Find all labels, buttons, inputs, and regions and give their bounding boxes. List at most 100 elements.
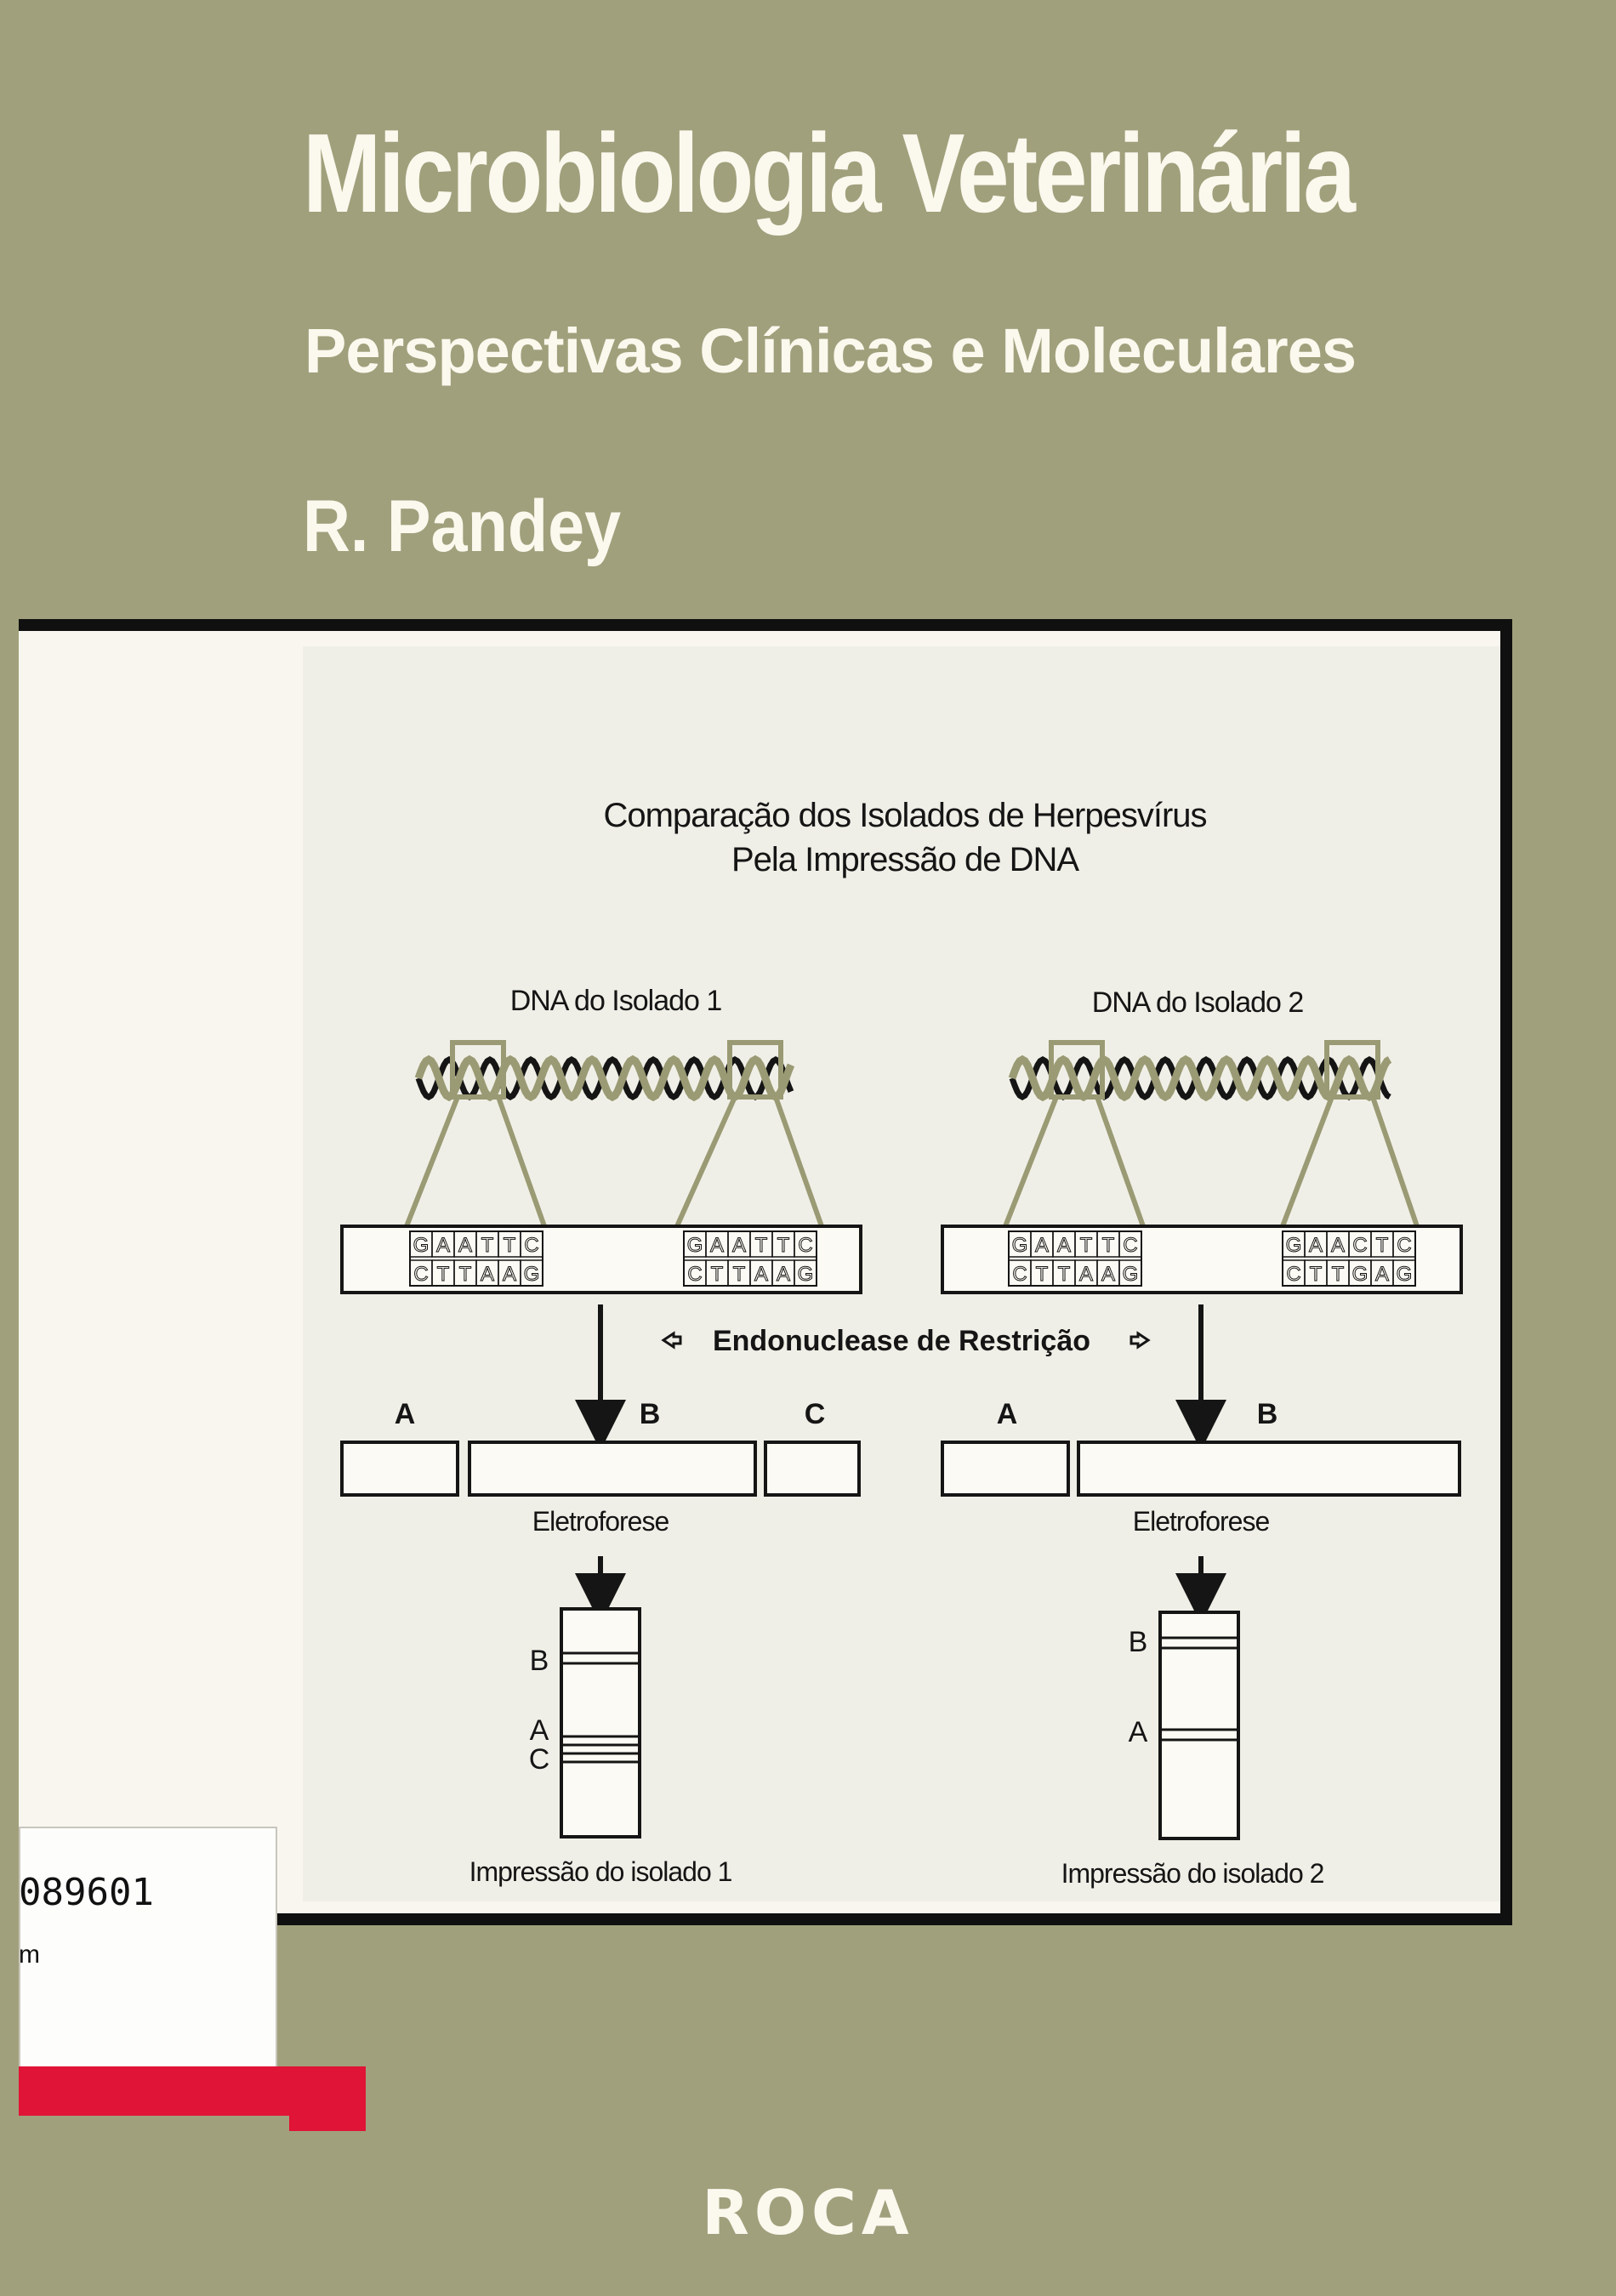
- sequence-base: T: [504, 1234, 516, 1257]
- sequence-base: C: [1286, 1263, 1300, 1286]
- sequence-cell: [794, 1230, 817, 1258]
- gel-band-a-isolate1: [561, 1735, 640, 1747]
- sequence-base: T: [1080, 1234, 1093, 1257]
- sequence-base: A: [1331, 1234, 1345, 1257]
- gel-band-b-isolate1: [561, 1651, 640, 1665]
- sequence-base: C: [798, 1234, 812, 1257]
- enzyme-label: Endonuclease de Restrição: [713, 1325, 1090, 1357]
- band-label-b-isolate1: B: [530, 1645, 549, 1677]
- sequence-base: G: [1286, 1234, 1302, 1257]
- sequence-base: T: [1102, 1234, 1115, 1257]
- sequence-base: T: [1036, 1263, 1049, 1286]
- sequence-base: C: [1397, 1234, 1411, 1257]
- sequence-base: A: [732, 1234, 746, 1257]
- gel-band-a-isolate2: [1160, 1728, 1238, 1742]
- fragment-b-isolate2: [1077, 1441, 1461, 1497]
- sequence-base: T: [733, 1263, 746, 1286]
- enzyme-arrow-left-icon: [661, 1331, 682, 1350]
- zoom-site2-isolate2: [1280, 1040, 1420, 1228]
- sequence-base: A: [777, 1263, 790, 1286]
- sequence-base: A: [481, 1263, 494, 1286]
- sequence-base: G: [524, 1263, 540, 1286]
- library-label: [19, 1827, 277, 2077]
- library-label-number: 089601: [19, 1871, 154, 1914]
- sequence-base: T: [711, 1263, 724, 1286]
- sequence-base: C: [687, 1263, 702, 1286]
- band-label-a-isolate1: A: [530, 1714, 549, 1747]
- electrophoresis-label-isolate2: Eletroforese: [1133, 1506, 1270, 1537]
- sequence-cell: [1392, 1259, 1416, 1287]
- isolate1-label: DNA do Isolado 1: [510, 985, 722, 1017]
- sequence-base: C: [413, 1263, 428, 1286]
- sequence-base: G: [798, 1263, 814, 1286]
- fingerprint-caption-isolate2: Impressão do isolado 2: [1061, 1858, 1324, 1889]
- isolate2-label: DNA do Isolado 2: [1092, 986, 1304, 1019]
- sequence-base: T: [777, 1234, 790, 1257]
- fragment-label-c-isolate1: C: [805, 1398, 826, 1430]
- sequence-base: A: [1079, 1263, 1093, 1286]
- sequence-base: C: [524, 1234, 538, 1257]
- sequence-base: A: [1035, 1234, 1049, 1257]
- zoom-site1-isolate2: [1003, 1040, 1146, 1228]
- sequence-base: T: [437, 1263, 450, 1286]
- sequence-base: T: [755, 1234, 768, 1257]
- sequence-base: G: [1352, 1263, 1368, 1286]
- sequence-base: A: [458, 1234, 472, 1257]
- sequence-base: T: [1332, 1263, 1345, 1286]
- sequence-base: A: [436, 1234, 450, 1257]
- sequence-base: G: [1123, 1263, 1139, 1286]
- fingerprint-caption-isolate1: Impressão do isolado 1: [469, 1856, 732, 1887]
- sequence-base: A: [503, 1263, 516, 1286]
- fragment-a-isolate2: [941, 1441, 1070, 1497]
- sequence-base: G: [687, 1234, 703, 1257]
- sequence-cell: [1118, 1259, 1142, 1287]
- gel-band-c-isolate1: [561, 1752, 640, 1764]
- sequence-base: A: [754, 1263, 768, 1286]
- library-label-code: m: [19, 1941, 40, 1969]
- fragment-b-isolate1: [468, 1441, 757, 1497]
- fragment-label-b-isolate1: B: [640, 1398, 661, 1430]
- sequence-base: C: [1352, 1234, 1367, 1257]
- sequence-cell: [1392, 1230, 1416, 1258]
- zoom-site2-isolate1: [674, 1040, 824, 1228]
- sequence-base: T: [459, 1263, 472, 1286]
- publisher-name: ROCA: [702, 2177, 914, 2248]
- sequence-cell: [520, 1259, 543, 1287]
- fragment-label-a-isolate2: A: [997, 1398, 1018, 1430]
- diagram-heading-line2: Pela Impressão de DNA: [731, 841, 1079, 878]
- sequence-cell: [1118, 1230, 1142, 1258]
- sequence-base: T: [481, 1234, 494, 1257]
- sequence-base: C: [1012, 1263, 1027, 1286]
- gel-band-b-isolate2: [1160, 1636, 1238, 1650]
- fragment-label-a-isolate1: A: [395, 1398, 416, 1430]
- fragment-label-b-isolate2: B: [1257, 1398, 1278, 1430]
- band-label-b-isolate2: B: [1129, 1626, 1148, 1658]
- dna-helix-isolate1: [414, 1054, 795, 1102]
- dna-helix-isolate2: [1008, 1054, 1392, 1102]
- sequence-base: C: [1123, 1234, 1137, 1257]
- sequence-base: A: [1057, 1234, 1071, 1257]
- sequence-cell: [794, 1259, 817, 1287]
- sequence-base: T: [1310, 1263, 1323, 1286]
- red-security-tag-tail: [289, 2100, 366, 2131]
- sequence-base: G: [1397, 1263, 1413, 1286]
- sequence-cell: [520, 1230, 543, 1258]
- sequence-base: T: [1058, 1263, 1071, 1286]
- book-subtitle: Perspectivas Clínicas e Moleculares: [304, 315, 1357, 386]
- band-label-c-isolate1: C: [529, 1743, 550, 1776]
- gel-lane-isolate1: [560, 1607, 641, 1839]
- sequence-base: G: [1012, 1234, 1028, 1257]
- spine-strip: [19, 631, 303, 1901]
- sequence-base: A: [1101, 1263, 1115, 1286]
- sequence-base: T: [1376, 1234, 1389, 1257]
- band-label-a-isolate2: A: [1129, 1716, 1148, 1748]
- sequence-base: A: [710, 1234, 724, 1257]
- gel-lane-isolate2: [1158, 1611, 1240, 1840]
